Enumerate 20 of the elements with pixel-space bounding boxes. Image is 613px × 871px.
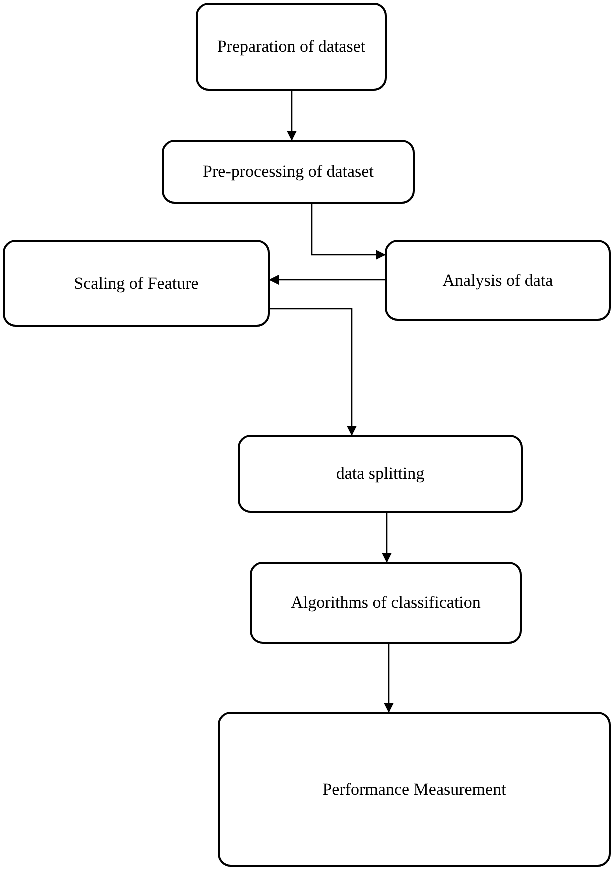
step-label: Scaling of Feature <box>74 274 199 294</box>
process-box <box>218 712 611 867</box>
step-label: Analysis of data <box>442 270 554 290</box>
arrow <box>269 275 385 285</box>
process-box <box>162 140 415 204</box>
process-box <box>196 3 387 91</box>
step-label: Pre-processing of dataset <box>203 162 374 182</box>
arrow <box>270 308 357 436</box>
arrow <box>382 513 392 563</box>
arrow <box>311 204 386 260</box>
process-box <box>250 562 522 644</box>
process-box <box>385 240 611 321</box>
step-label: Performance Measurement <box>322 780 506 800</box>
step-label: Preparation of dataset <box>217 37 366 57</box>
process-box <box>3 240 270 327</box>
arrow <box>384 644 394 713</box>
process-box <box>238 435 523 513</box>
arrow <box>287 91 297 141</box>
step-label: data splitting <box>336 464 425 484</box>
step-label: Algorithms of classification <box>291 593 481 613</box>
